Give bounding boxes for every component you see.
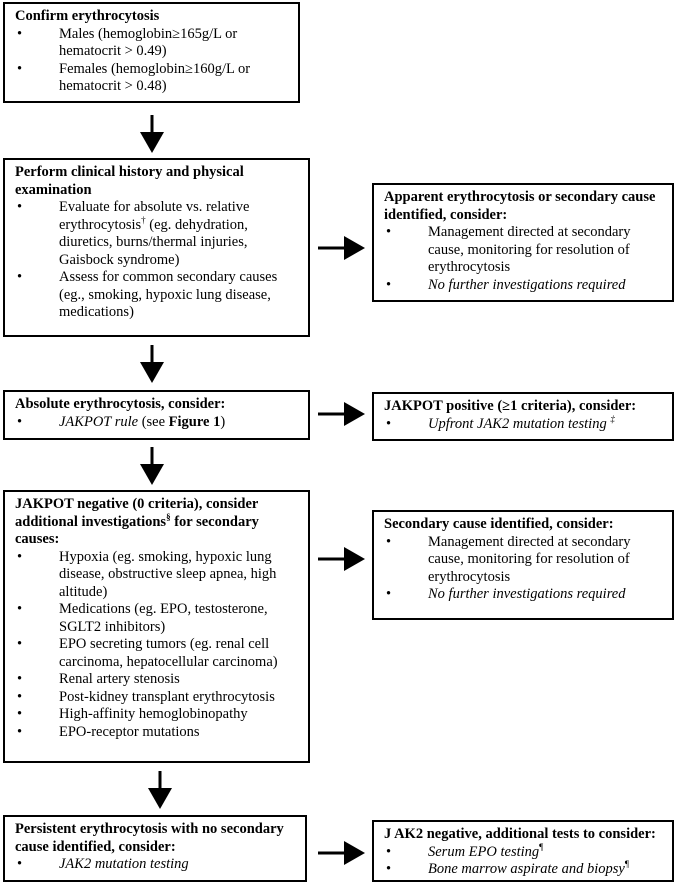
apparent-erythrocytosis-box: Apparent erythrocytosis or secondary cau… xyxy=(372,183,674,302)
list-item: •Evaluate for absolute vs. relative eryt… xyxy=(17,199,250,268)
bullet: • xyxy=(17,601,23,617)
list-item: •Assess for common secondary causes (eg.… xyxy=(17,269,278,320)
list-item: •Bone marrow aspirate and biopsy¶ xyxy=(386,859,629,877)
apparent-erythrocytosis-title: Apparent erythrocytosis or secondary cau… xyxy=(384,189,656,223)
bullet: • xyxy=(386,533,392,550)
clinical-history-title: Perform clinical history and physical ex… xyxy=(15,164,244,198)
bullet: • xyxy=(17,706,23,722)
bullet: • xyxy=(17,856,23,872)
list-item: •Renal artery stenosis xyxy=(17,671,180,687)
list-item: •JAK2 mutation testing xyxy=(17,856,189,872)
list-item: •EPO-receptor mutations xyxy=(17,723,200,740)
list-item: •EPO secreting tumors (eg. renal cell ca… xyxy=(17,636,278,670)
jakpot-negative-title: JAKPOT negative (0 criteria), consider a… xyxy=(15,496,259,547)
list-item: •No further investigations required xyxy=(386,276,626,293)
list-item: •Serum EPO testing¶ xyxy=(386,841,544,860)
persistent-erythrocytosis-title: Persistent erythrocytosis with no second… xyxy=(15,821,284,855)
clinical-history-box: Perform clinical history and physical ex… xyxy=(3,158,310,337)
bullet: • xyxy=(386,415,392,432)
confirm-erythrocytosis-box: Confirm erythrocytosis •Males (hemoglobi… xyxy=(3,2,300,103)
jakpot-positive-box: JAKPOT positive (≥1 criteria), consider:… xyxy=(372,392,674,441)
list-item: •Management directed at secondary cause,… xyxy=(386,224,631,275)
bullet: • xyxy=(17,688,23,705)
jak2-negative-box: J AK2 negative, additional tests to cons… xyxy=(372,820,674,882)
list-item: •Medications (eg. EPO, testosterone, SGL… xyxy=(17,601,268,635)
bullet: • xyxy=(17,269,23,285)
jakpot-negative-box: JAKPOT negative (0 criteria), consider a… xyxy=(3,490,310,763)
list-item: •JAKPOT rule (see Figure 1) xyxy=(17,413,226,430)
list-item: •No further investigations required xyxy=(386,586,626,602)
absolute-erythrocytosis-box: Absolute erythrocytosis, consider: •JAKP… xyxy=(3,390,310,440)
bullet: • xyxy=(17,413,23,430)
bullet: • xyxy=(386,586,392,602)
secondary-cause-title: Secondary cause identified, consider: xyxy=(384,516,614,532)
bullet: • xyxy=(386,861,392,877)
list-item: •Males (hemoglobin≥165g/L or hematocrit … xyxy=(17,25,238,60)
bullet: • xyxy=(386,843,392,860)
list-item: •Post-kidney transplant erythrocytosis xyxy=(17,688,275,705)
list-item: •Upfront JAK2 mutation testing ‡ xyxy=(386,413,615,432)
secondary-cause-box: Secondary cause identified, consider: •M… xyxy=(372,510,674,620)
bullet: • xyxy=(17,199,23,215)
absolute-erythrocytosis-title: Absolute erythrocytosis, consider: xyxy=(15,396,226,412)
bullet: • xyxy=(17,60,23,77)
bullet: • xyxy=(17,723,23,740)
bullet: • xyxy=(17,636,23,652)
persistent-erythrocytosis-box: Persistent erythrocytosis with no second… xyxy=(3,815,307,882)
list-item: •Hypoxia (eg. smoking, hypoxic lung dise… xyxy=(17,548,277,600)
list-item: •High-affinity hemoglobinopathy xyxy=(17,706,248,722)
bullet: • xyxy=(17,671,23,687)
bullet: • xyxy=(386,276,392,293)
bullet: • xyxy=(386,224,392,240)
bullet: • xyxy=(17,548,23,565)
confirm-erythrocytosis-title: Confirm erythrocytosis xyxy=(15,8,160,24)
bullet: • xyxy=(17,25,23,42)
jak2-negative-title: J AK2 negative, additional tests to cons… xyxy=(384,826,656,842)
list-item: •Females (hemoglobin≥160g/L or hematocri… xyxy=(17,60,251,95)
jakpot-positive-title: JAKPOT positive (≥1 criteria), consider: xyxy=(384,398,637,414)
list-item: •Management directed at secondary cause,… xyxy=(386,533,631,585)
